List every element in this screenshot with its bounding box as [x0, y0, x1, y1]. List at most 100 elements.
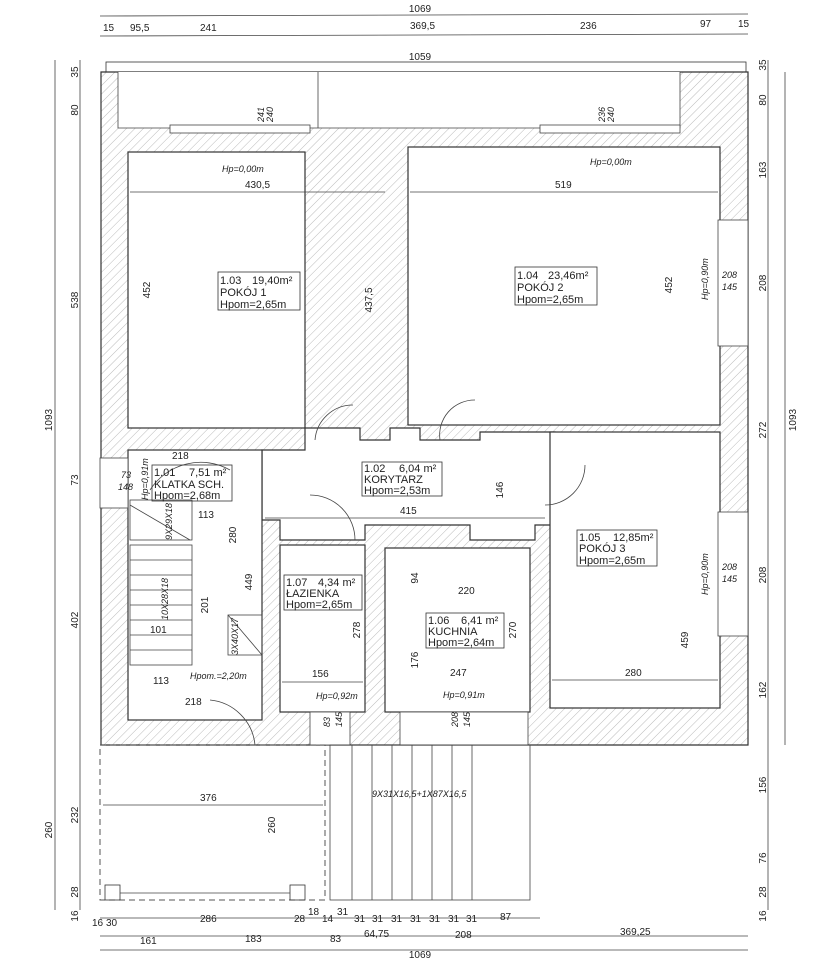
- dimension-label: POKÓJ 1: [220, 286, 266, 299]
- dim-bottom-row1: 16 30 286 28 18 14 31 31 31 31 31 31 31 …: [92, 907, 512, 929]
- dim-top-total: 1069: [409, 4, 432, 15]
- interior-dimensions: 430,5 452 437,5 519 452 459 280 415 146 …: [103, 107, 738, 833]
- dimension-label: 280: [228, 526, 239, 543]
- dimension-label: 240: [606, 107, 616, 123]
- dimension-label: 28: [294, 914, 306, 925]
- external-stairs: [329, 744, 531, 901]
- dimension-label: 270: [508, 621, 519, 638]
- annotations: Hp=0,00m Hp=0,00m Hp=0,90m Hp=0,90m Hp=0…: [140, 157, 710, 799]
- dimension-label: 208: [721, 270, 737, 280]
- dim-top: 97: [700, 19, 712, 30]
- dimension-label: 286: [200, 914, 217, 925]
- dimension-label: Hp=0,91m: [140, 458, 150, 500]
- dim-top: 236: [580, 21, 597, 32]
- dimension-label: 94: [410, 572, 421, 584]
- dimension-label: 519: [555, 180, 572, 191]
- dimension-label: 183: [245, 934, 262, 945]
- dimension-label: 7,51 m²: [189, 467, 227, 479]
- dimension-label: 148: [118, 482, 133, 492]
- dimension-label: 208: [758, 274, 769, 291]
- dimension-label: 31: [337, 907, 349, 918]
- dimension-label: Hp=0,00m: [222, 164, 264, 174]
- dimension-label: 1.05: [579, 532, 600, 544]
- dimension-label: 232: [70, 806, 81, 823]
- dimension-label: Hp=0,90m: [700, 553, 710, 595]
- dimension-label: 1.07: [286, 577, 307, 589]
- dimension-label: 31: [429, 914, 441, 925]
- dimension-label: 6,41 m²: [461, 615, 499, 627]
- dimension-label: Hpom=2,65m: [517, 294, 583, 306]
- dimension-label: 201: [200, 596, 211, 613]
- dimension-label: 278: [352, 621, 363, 638]
- dimension-label: Hp=0,00m: [590, 157, 632, 167]
- dimension-label: 161: [140, 936, 157, 947]
- room-klatka: [127, 449, 263, 721]
- dimension-label: 14: [322, 914, 334, 925]
- dimension-label: 31: [354, 914, 366, 925]
- dimension-label: 236: [597, 107, 607, 123]
- dimension-label: 1.03: [220, 275, 241, 287]
- dim-bottom-row2: 161 183 83 64,75 208 369,25: [140, 927, 651, 947]
- dimension-label: 64,75: [364, 929, 389, 940]
- dimension-label: 415: [400, 506, 417, 517]
- terrace: [99, 744, 326, 901]
- dimension-label: Hpom=2,65m: [220, 299, 286, 311]
- dimension-label: 30: [106, 918, 118, 929]
- dimension-label: Hpom.=2,20m: [190, 671, 247, 681]
- room-pokoj-2: [407, 146, 721, 426]
- dimension-label: 113: [153, 676, 169, 687]
- dimension-label: 9X29X18: [164, 503, 174, 540]
- dimension-label: 1.01: [154, 467, 175, 479]
- dimension-label: 31: [410, 914, 422, 925]
- dimension-label: 176: [410, 651, 421, 668]
- dimension-label: 220: [458, 586, 475, 597]
- dimension-label: 35: [70, 66, 81, 78]
- dimension-label: Hp=0,92m: [316, 691, 358, 701]
- dimension-label: 1.02: [364, 463, 385, 475]
- room-pokoj-1: [127, 151, 306, 429]
- dimension-label: 1093: [44, 408, 55, 431]
- dimension-label: 156: [758, 776, 769, 793]
- dimension-label: 145: [722, 282, 738, 292]
- dimension-label: Hpom=2,53m: [364, 485, 430, 497]
- dimension-label: 83: [330, 934, 342, 945]
- dimension-label: 538: [70, 291, 81, 308]
- dim-top: 241: [200, 23, 217, 34]
- dimension-label: 145: [722, 574, 738, 584]
- dimension-label: 218: [185, 697, 202, 708]
- dimension-label: 28: [758, 886, 769, 898]
- dimension-label: ŁAZIENKA: [286, 588, 340, 600]
- dimension-label: 1.06: [428, 615, 449, 627]
- dimension-label: 459: [680, 631, 691, 648]
- dimension-label: 3X40X17: [230, 617, 240, 655]
- dimension-label: 19,40m²: [252, 275, 293, 287]
- dimension-label: 163: [758, 161, 769, 178]
- dim-top: 369,5: [410, 21, 435, 32]
- dimension-label: 73: [121, 470, 131, 480]
- dimension-label: 76: [758, 852, 769, 864]
- dimension-label: 430,5: [245, 180, 270, 191]
- dimension-label: 10X28X18: [160, 578, 170, 620]
- dimension-label: 437,5: [364, 287, 375, 312]
- dim-left: 1093 260 35 80 538 73 402 232 16 28: [44, 66, 81, 922]
- dimension-label: 35: [758, 59, 769, 71]
- dim-top: 95,5: [130, 23, 150, 34]
- room-pokoj-3: [549, 431, 721, 709]
- dimension-label: 31: [466, 914, 478, 925]
- dim-top: 15: [103, 23, 115, 34]
- dimension-label: KUCHNIA: [428, 626, 478, 638]
- dimension-label: 247: [450, 668, 467, 679]
- dimension-label: 208: [721, 562, 737, 572]
- dim-top: 15: [738, 19, 750, 30]
- dimension-label: 452: [664, 276, 675, 293]
- dimension-label: 80: [70, 104, 81, 116]
- dimension-label: 80: [758, 94, 769, 106]
- dimension-label: 101: [150, 625, 167, 636]
- dimension-label: 260: [267, 816, 278, 833]
- dimension-label: 1.04: [517, 270, 538, 282]
